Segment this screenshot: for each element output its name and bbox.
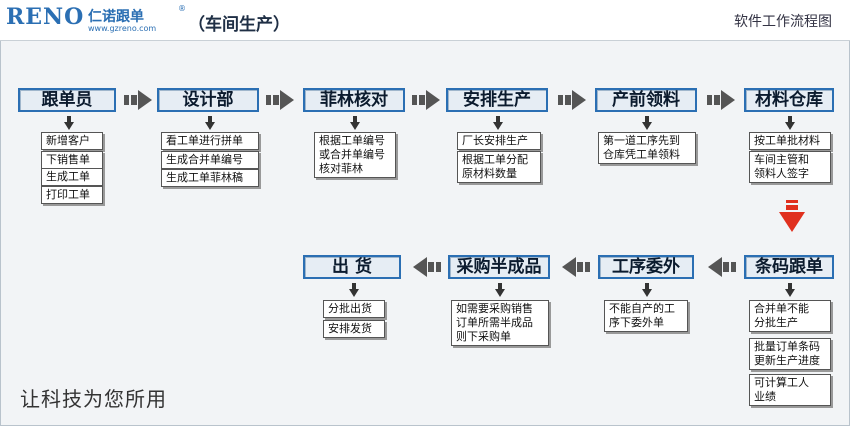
stage-box-7: 条码跟单: [744, 255, 834, 279]
sub-item: 第一道工序先到 仓库凭工单领料: [598, 132, 696, 164]
sub-item: 如需要采购销售 订单所需半成品 则下采购单: [451, 300, 549, 346]
logo: RENO 仁诺跟单 ® www.gzreno.com: [6, 2, 186, 38]
sub-item: 看工单进行拼单: [161, 132, 259, 150]
stage-box-5: 产前领料: [595, 88, 697, 112]
sub-item: 根据工单分配 原材料数量: [457, 151, 541, 183]
stage-label: 条码跟单: [755, 257, 823, 277]
stage-label: 出 货: [332, 257, 372, 277]
arrow-down-icon: [349, 283, 359, 297]
stage-label: 跟单员: [41, 90, 93, 110]
red-down-arrow-icon: [779, 200, 805, 232]
sub-item: 车间主管和 领料人签字: [749, 151, 831, 183]
sub-item: 分批出货: [323, 300, 385, 318]
stage-box-6: 材料仓库: [744, 88, 834, 112]
logo-chinese-name: 仁诺跟单: [88, 9, 144, 25]
arrow-down-icon: [785, 116, 795, 130]
arrow-down-icon: [785, 283, 795, 297]
sub-item: 批量订单条码 更新生产进度: [749, 338, 831, 370]
stage-label: 材料仓库: [755, 90, 823, 110]
stage-label: 安排生产: [463, 90, 531, 110]
sub-item: 打印工单: [41, 186, 103, 204]
sub-item: 生成工单: [41, 168, 103, 186]
stage-label: 采购半成品: [456, 257, 542, 277]
arrow-down-icon: [642, 116, 652, 130]
stage-label: 工序委外: [612, 257, 680, 277]
sub-item: 生成工单菲林稿: [161, 169, 259, 187]
sub-item: 可计算工人 业绩: [749, 374, 831, 406]
arrow-down-icon: [64, 116, 74, 130]
arrow-right-icon: [124, 90, 152, 110]
logo-registered-mark: ®: [178, 4, 186, 13]
page-title: （车间生产）: [188, 15, 290, 35]
arrow-left-icon: [708, 257, 736, 277]
stage-box-4: 安排生产: [446, 88, 548, 112]
arrow-down-icon: [350, 116, 360, 130]
arrow-right-icon: [707, 90, 735, 110]
arrow-down-icon: [495, 283, 505, 297]
sub-item: 按工单批材料: [749, 132, 831, 150]
sub-item: 新增客户: [41, 132, 103, 150]
stage-label: 菲林核对: [320, 90, 388, 110]
header-right-label: 软件工作流程图: [734, 14, 832, 30]
arrow-left-icon: [413, 257, 441, 277]
sub-item: 厂长安排生产: [457, 132, 541, 150]
sub-item: 安排发货: [323, 320, 385, 338]
arrow-right-icon: [412, 90, 440, 110]
arrow-left-icon: [562, 257, 590, 277]
sub-item: 下销售单: [41, 151, 103, 169]
arrow-right-icon: [266, 90, 294, 110]
header: RENO 仁诺跟单 ® www.gzreno.com （车间生产） 软件工作流程…: [0, 0, 850, 41]
sub-item: 不能自产的工 序下委外单: [604, 300, 688, 332]
stage-box-2: 设计部: [157, 88, 259, 112]
sub-item: 合并单不能 分批生产: [749, 300, 831, 332]
arrow-down-icon: [642, 283, 652, 297]
logo-reno-text: RENO: [6, 4, 85, 30]
stage-box-9: 采购半成品: [448, 255, 550, 279]
arrow-down-icon: [205, 116, 215, 130]
stage-box-10: 出 货: [303, 255, 401, 279]
arrow-right-icon: [558, 90, 586, 110]
stage-box-8: 工序委外: [598, 255, 694, 279]
sub-item: 生成合并单编号: [161, 151, 259, 169]
stage-box-3: 菲林核对: [303, 88, 405, 112]
stage-box-1: 跟单员: [18, 88, 116, 112]
stage-label: 设计部: [182, 90, 234, 110]
logo-url: www.gzreno.com: [88, 24, 157, 33]
arrow-down-icon: [493, 116, 503, 130]
sub-item: 根据工单编号 或合并单编号 核对菲林: [314, 132, 396, 178]
footer-slogan: 让科技为您所用: [20, 387, 167, 411]
stage-label: 产前领料: [612, 90, 680, 110]
